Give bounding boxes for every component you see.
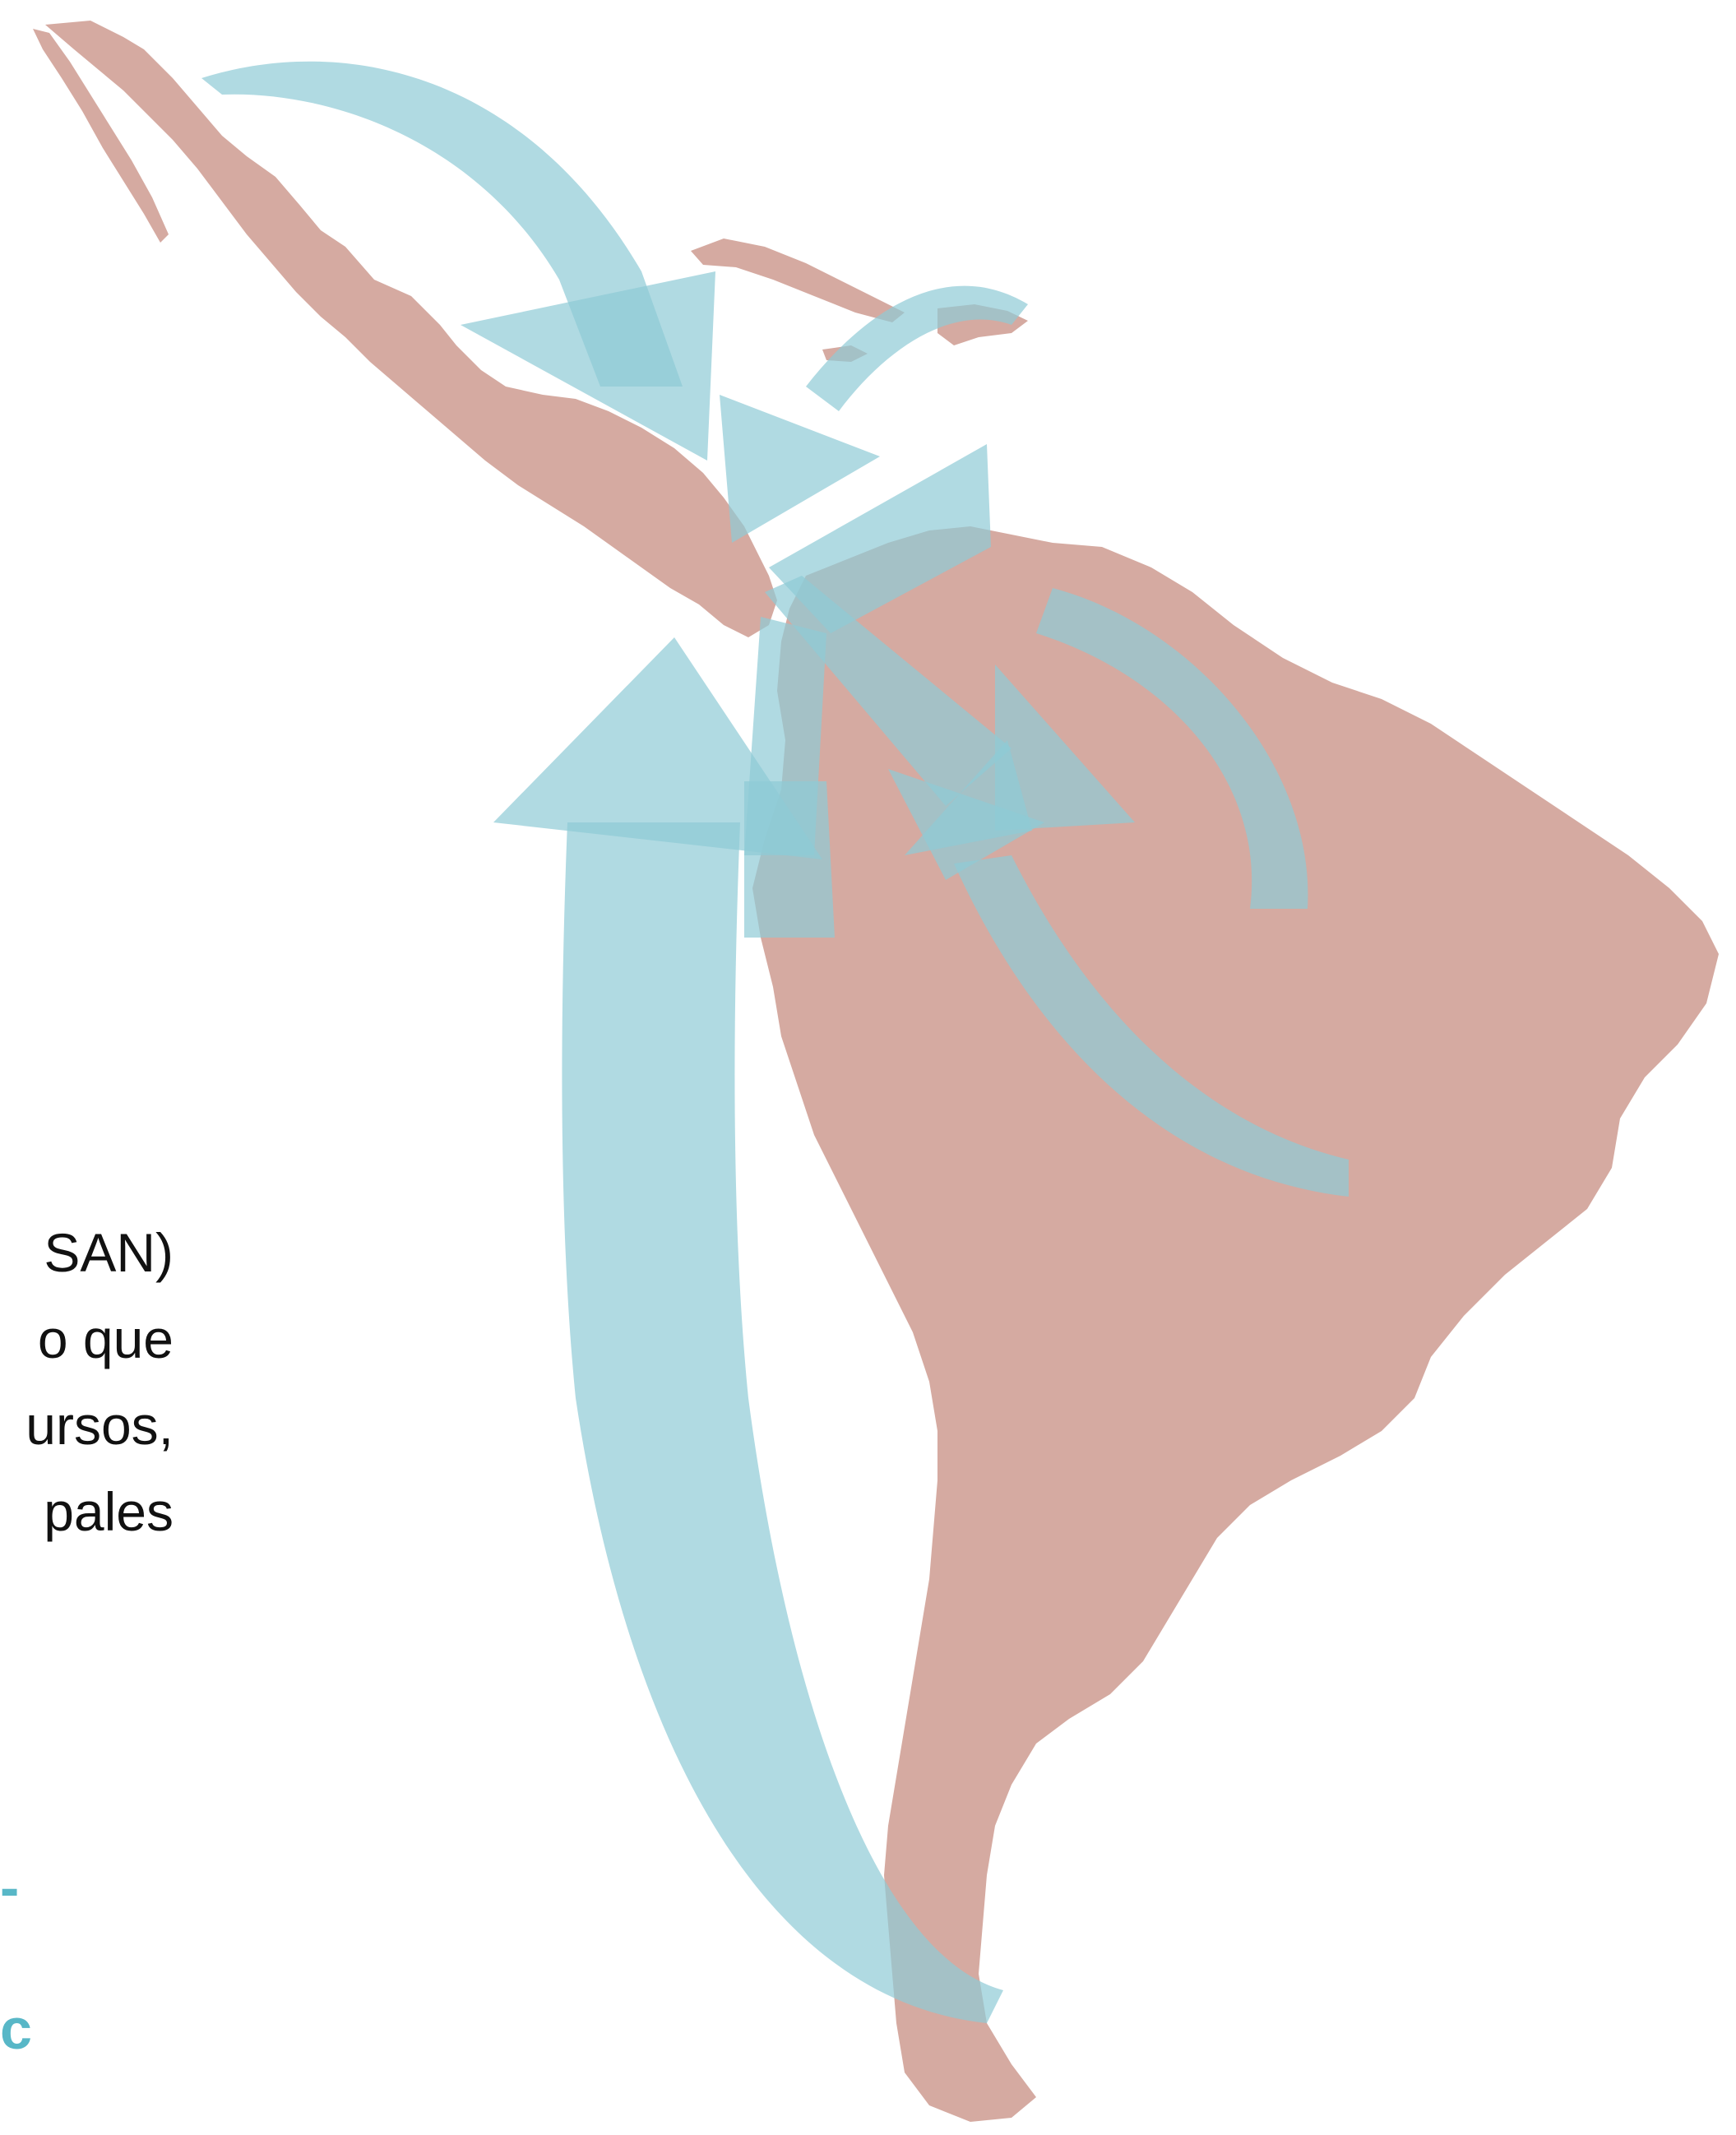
mexico-central-america-shape (45, 21, 777, 637)
arrow-colombia-to-central-america (769, 444, 991, 633)
arrow-brazil-to-peru (954, 855, 1349, 1197)
arrowhead-mexico-to-central-america (461, 271, 715, 461)
arrow-caribbean-to-central-america (806, 285, 1028, 411)
text-line: ursos, (25, 1395, 174, 1456)
arrowhead-chile-to-central-america (493, 637, 822, 859)
accent-fragment: - (0, 1855, 20, 1920)
arrow-chile-to-central-america (562, 822, 1003, 2023)
baja-california-shape (33, 29, 169, 243)
arrowhead-caribbean-to-central-america (720, 395, 880, 543)
arrowhead-central-america-to-ecuador (888, 769, 1044, 880)
arrowhead-brazil-loop (995, 665, 1135, 831)
arrow-brazil-loop (1036, 588, 1308, 909)
accent-fragment: c (0, 1997, 32, 2061)
text-line: o que (37, 1308, 174, 1369)
flow-arrows (201, 61, 1349, 2023)
text-line: SAN) (44, 1222, 174, 1283)
caribbean-islands-shape (691, 239, 905, 322)
text-line: pales (44, 1481, 174, 1542)
